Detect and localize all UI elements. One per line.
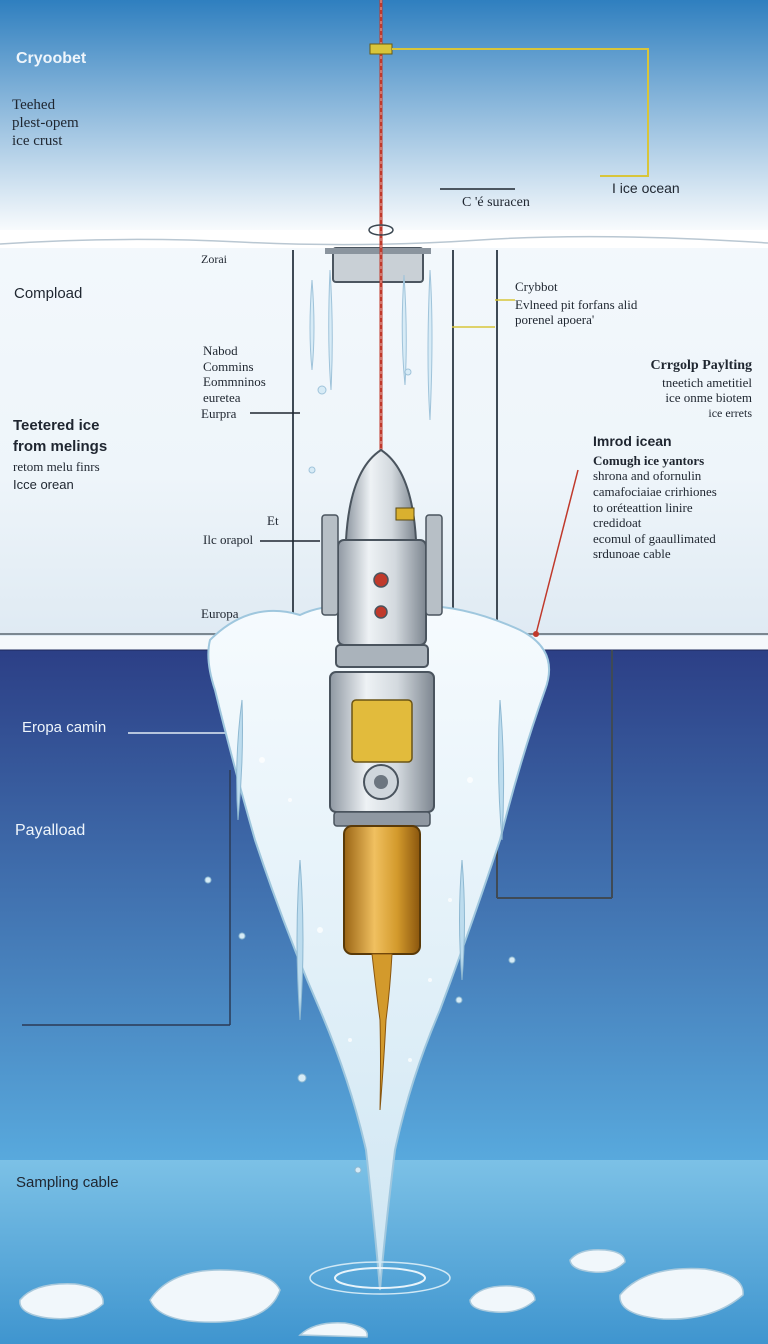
label-line: porenel apoera' (515, 312, 595, 328)
label-europa-low: Europa (201, 606, 239, 621)
label-line: Icce orean (13, 476, 74, 492)
label-line: camafociaiae crirhiones (593, 483, 717, 499)
label-line: Nabod (203, 343, 238, 358)
label-ice-ocean-top: I ice ocean (612, 180, 680, 196)
label-line: Commins (203, 358, 254, 374)
tether-spool-icon (325, 247, 431, 283)
label-zorai: Zorai (201, 252, 227, 266)
label-crybbot: Crybbot Evlneed pit forfans alid porenel… (515, 279, 637, 328)
label-teehed: Teehed plest-opem ice crust (12, 96, 79, 150)
label-line: retom melu finrs (13, 459, 100, 474)
surface-ice-band (0, 230, 768, 248)
label-line: Comugh ice yantors (593, 452, 705, 468)
label-surface: C 'é suracen (462, 195, 530, 210)
label-cryoobet: Cryoobet (16, 50, 87, 67)
label-line: ecomul of gaaullimated (593, 530, 716, 546)
meltwater-icon (308, 269, 433, 474)
label-line: credidoat (593, 515, 642, 531)
label-compload: Compload (14, 285, 83, 302)
label-crrgolp: Crrgolp Paylting tneetich ametitiel ice … (651, 358, 753, 420)
sky-region (0, 0, 768, 238)
label-line: ice errets (708, 405, 752, 420)
label-teetered: Teetered ice from melings (13, 417, 107, 456)
cryobot-probe-icon (321, 448, 443, 1111)
label-line: Crybbot (515, 279, 558, 294)
label-line: to oréteattion linire (593, 499, 693, 515)
label-line: Imrod icean (593, 433, 672, 449)
label-line: plest-opem (12, 115, 79, 131)
label-europa-mid: Eurpra (201, 406, 237, 421)
label-line: Crrgolp Paylting (650, 358, 753, 373)
label-line: Teetered ice (13, 417, 100, 434)
label-line: ice onme biotem (665, 390, 752, 406)
label-line: Teehed (12, 97, 56, 113)
ice-floe-icon (19, 1248, 744, 1338)
label-nabod: Nabod Commins Eommninos euretea (203, 343, 266, 405)
label-payalload: Payalload (15, 822, 86, 839)
label-line: Eommninos (203, 374, 266, 390)
label-line: srdunoae cable (593, 546, 671, 562)
label-eropa-camin: Eropa camin (22, 719, 107, 736)
label-sampling-cable: Sampling cable (16, 1174, 119, 1191)
label-retom: retom melu finrs Icce orean (13, 459, 100, 492)
label-line: Evlneed pit forfans alid (515, 296, 638, 312)
label-line: tneetich ametitiel (662, 374, 752, 390)
label-line: ice crust (12, 133, 63, 149)
label-ilc-orapol: Ilc orapol (203, 532, 254, 547)
label-et: Et (267, 513, 279, 528)
label-imrod: Imrod icean Comugh ice yantors shrona an… (593, 433, 717, 562)
label-line: euretea (203, 389, 241, 405)
label-line: from melings (13, 438, 108, 455)
label-line: shrona and ofornulin (593, 468, 702, 484)
